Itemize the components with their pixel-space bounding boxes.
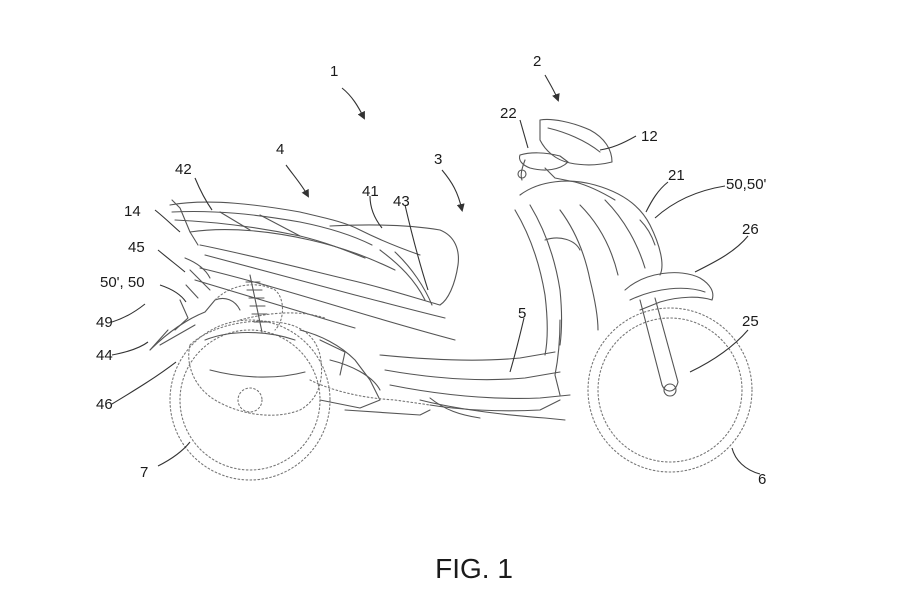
ref-label-2: 2 [533, 53, 541, 70]
ref-label-1: 1 [330, 63, 338, 80]
ref-label-22: 22 [500, 105, 517, 122]
ref-label-4: 4 [276, 141, 284, 158]
leader-lines [111, 74, 761, 475]
ref-label-26: 26 [742, 221, 759, 238]
ref-label-46: 46 [96, 396, 113, 413]
ref-label-21: 21 [668, 167, 685, 184]
ref-label-44: 44 [96, 347, 113, 364]
side-body-panel [194, 224, 459, 341]
reference-numerals: 1 2 3 4 5 6 7 12 14 21 22 25 26 41 42 43… [96, 53, 767, 488]
ref-label-6: 6 [758, 471, 766, 488]
air-filter [214, 284, 284, 331]
seat [169, 201, 421, 271]
ref-label-3: 3 [434, 151, 442, 168]
scooter-drawing [149, 118, 753, 481]
front-body [514, 180, 663, 356]
ref-label-12: 12 [641, 128, 658, 145]
ref-label-25: 25 [742, 313, 759, 330]
front-wheel [587, 307, 753, 473]
ref-label-49: 49 [96, 314, 113, 331]
ref-label-7: 7 [140, 464, 148, 481]
front-fork [639, 297, 679, 392]
ref-label-41: 41 [362, 183, 379, 200]
ref-label-50-50prime: 50,50' [726, 176, 767, 193]
handlebar-assembly [517, 118, 616, 201]
ref-label-50prime-50: 50', 50 [100, 274, 145, 291]
rear-tail-assembly [149, 199, 211, 351]
rear-shock-absorber [245, 274, 269, 333]
ref-label-45: 45 [128, 239, 145, 256]
front-mudguard [624, 272, 714, 311]
ref-label-14: 14 [124, 203, 141, 220]
ref-label-42: 42 [175, 161, 192, 178]
rear-wheel [169, 319, 331, 481]
engine-block [188, 320, 431, 416]
rear-mudguard [149, 297, 241, 351]
ref-label-5: 5 [518, 305, 526, 322]
figure-caption: FIG. 1 [435, 553, 513, 584]
floorboard [379, 319, 571, 421]
ref-label-43: 43 [393, 193, 410, 210]
